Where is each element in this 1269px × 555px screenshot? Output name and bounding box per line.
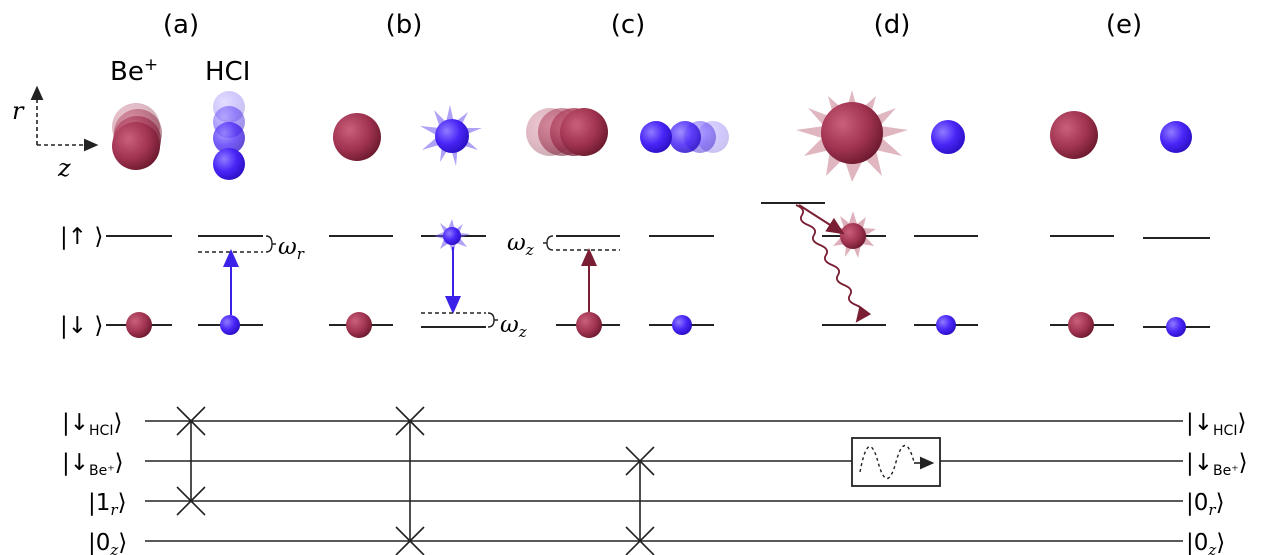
- hci-ion-axial-motion: [640, 121, 729, 153]
- be-population: [346, 312, 372, 338]
- state-label-up: |↑ ⟩: [60, 224, 103, 250]
- state-label-down: |↓ ⟩: [60, 313, 103, 339]
- swap-gate-b: [395, 406, 425, 555]
- circuit-wires: [145, 420, 1183, 542]
- be-ion: [333, 113, 381, 161]
- panel-label-c: (c): [611, 10, 646, 40]
- species-be-label: Be+: [110, 55, 158, 87]
- omega-z-label: ωz: [500, 312, 527, 341]
- omega-r-brace: [265, 235, 276, 253]
- circuit-input-axial: |0z⟩: [88, 530, 127, 555]
- swap-gate-a: [176, 406, 206, 516]
- panel-label-b: (b): [386, 10, 423, 40]
- axis-indicator: [30, 85, 99, 152]
- circuit-input-hci: |↓HCI⟩: [62, 410, 122, 439]
- axis-label-z: z: [57, 154, 71, 182]
- axis-label-r: r: [12, 97, 25, 125]
- be-population: [1068, 312, 1094, 338]
- hci-population: [220, 315, 240, 335]
- be-ion-scattering: [796, 90, 908, 182]
- be-population: [576, 312, 602, 338]
- hci-population: [672, 315, 692, 335]
- panel-label-d: (d): [874, 10, 911, 40]
- circuit-input-be: |↓Be⁺⟩: [62, 450, 124, 479]
- spontaneous-decay-arrow: [795, 204, 872, 323]
- circuit-output-radial: |0r⟩: [1186, 490, 1225, 519]
- hci-ion-excited: [420, 105, 482, 166]
- be-excited-population: [831, 211, 876, 258]
- swap-gate-c: [625, 446, 655, 555]
- optical-pumping-gate: [851, 437, 941, 487]
- be-ion: [1050, 111, 1098, 159]
- hci-ion-radial-motion: [213, 91, 245, 180]
- be-ion-radial-motion: [112, 103, 162, 170]
- be-population: [126, 312, 152, 338]
- hci-population: [936, 315, 956, 335]
- omega-z-label: ωz: [507, 230, 534, 259]
- hci-ion: [931, 120, 965, 154]
- circuit-output-axial: |0z⟩: [1186, 530, 1225, 555]
- species-hci-label: HCI: [205, 57, 250, 87]
- circuit-input-radial: |1r⟩: [88, 490, 127, 519]
- hci-ion: [1160, 121, 1192, 153]
- circuit-output-be: |↓Be⁺⟩: [1186, 450, 1248, 479]
- panel-label-a: (a): [163, 10, 199, 40]
- omega-r-label: ωr: [278, 234, 305, 263]
- omega-z-brace: [487, 312, 498, 328]
- be-ion-axial-motion: [526, 108, 608, 156]
- hci-excited-population: [434, 219, 470, 254]
- panel-label-e: (e): [1106, 10, 1142, 40]
- circuit-output-hci: |↓HCI⟩: [1186, 410, 1246, 439]
- hci-population: [1166, 317, 1186, 337]
- omega-z-brace: [543, 235, 554, 251]
- repump-arrow: [798, 204, 845, 235]
